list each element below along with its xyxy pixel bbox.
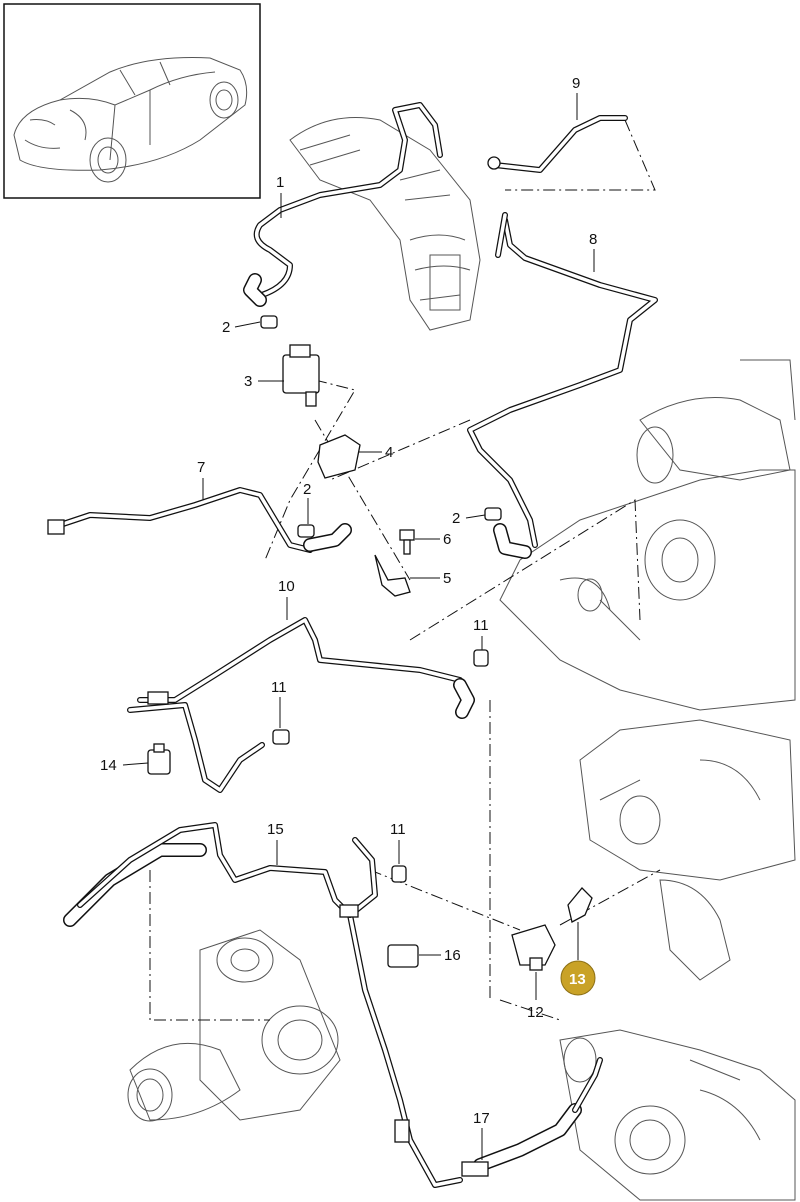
car-icon xyxy=(13,57,248,183)
engine-sketch-right xyxy=(579,719,796,981)
label-9: 9 xyxy=(572,75,580,92)
label-1: 1 xyxy=(276,174,284,191)
label-5: 5 xyxy=(443,570,451,587)
connector-15b xyxy=(394,1119,410,1143)
bracket-13 xyxy=(567,887,593,923)
leader-lines xyxy=(122,93,595,1160)
hose-9 xyxy=(487,115,628,173)
label-6: 6 xyxy=(443,531,451,548)
connector-15 xyxy=(339,904,359,918)
car-inset xyxy=(3,3,261,199)
hose-8 xyxy=(467,212,658,559)
label-11b: 11 xyxy=(271,679,287,696)
clamp-11b xyxy=(272,729,290,745)
hose-15 xyxy=(63,822,463,1188)
connector-17 xyxy=(461,1161,489,1177)
label-11c: 11 xyxy=(390,821,406,838)
highlight-badge xyxy=(560,960,596,996)
label-17: 17 xyxy=(473,1110,490,1127)
clamp-2b xyxy=(297,524,315,538)
label-12: 12 xyxy=(527,1004,544,1021)
bracket-5 xyxy=(374,554,411,597)
clamp-11a xyxy=(473,649,489,667)
label-2a: 2 xyxy=(222,319,230,336)
relation-lines xyxy=(149,119,661,1021)
parts xyxy=(147,315,593,1177)
label-7: 7 xyxy=(197,459,205,476)
label-14: 14 xyxy=(100,757,117,774)
label-13: 13 xyxy=(569,971,586,988)
label-10: 10 xyxy=(278,578,295,595)
turbo-sketch-right xyxy=(559,1029,796,1201)
valve-12 xyxy=(511,924,556,971)
label-8: 8 xyxy=(589,231,597,248)
clamp-11c xyxy=(391,865,407,883)
hose-17 xyxy=(473,1057,603,1172)
label-2b: 2 xyxy=(303,481,311,498)
sensor-14 xyxy=(147,743,171,775)
label-16: 16 xyxy=(444,947,461,964)
clamp-2c xyxy=(484,507,502,521)
turbo-sketch-left xyxy=(127,929,341,1122)
engine-sketch-starter xyxy=(499,359,796,711)
hose-1 xyxy=(243,102,443,307)
valve-3 xyxy=(282,344,320,407)
part-labels: 1 2 3 4 2 2 5 6 7 8 9 10 11 11 11 12 13 … xyxy=(100,75,597,1127)
engine-sketch-top xyxy=(289,117,481,331)
clip-16 xyxy=(387,944,419,968)
label-11a: 11 xyxy=(473,617,489,634)
label-4: 4 xyxy=(385,444,393,461)
label-15: 15 xyxy=(267,821,284,838)
label-2c: 2 xyxy=(452,510,460,527)
bolt-6 xyxy=(399,529,415,555)
hose-7 xyxy=(47,487,352,553)
bracket-4 xyxy=(317,434,361,479)
hose-10 xyxy=(127,617,475,793)
clamp-2a xyxy=(260,315,278,329)
label-3: 3 xyxy=(244,373,252,390)
